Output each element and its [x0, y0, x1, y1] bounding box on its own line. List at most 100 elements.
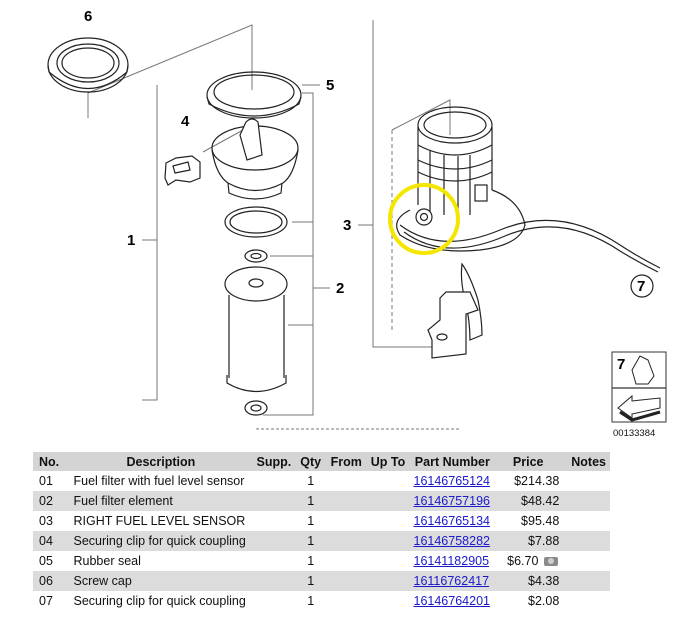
filter-head [211, 118, 299, 200]
cell-upto [366, 551, 410, 571]
cell-no: 01 [33, 471, 70, 491]
cell-price: $95.48 [495, 511, 562, 531]
table-row: 05 Rubber seal 1 16141182905 $6.70 [33, 551, 610, 571]
leader-lines [87, 20, 460, 430]
sensor-bracket [427, 262, 483, 359]
cell-from [325, 491, 367, 511]
header-price: Price [495, 452, 562, 471]
price-value: $6.70 [507, 554, 539, 568]
table-row: 06 Screw cap 1 16116762417 $4.38 [33, 571, 610, 591]
part-3-level-sensor [396, 106, 661, 273]
part-number-link[interactable]: 16146764201 [413, 594, 490, 608]
cell-upto [366, 531, 410, 551]
small-washer-top [244, 249, 268, 263]
cell-description: Fuel filter element [69, 491, 253, 511]
part-number-link[interactable]: 16141182905 [413, 554, 490, 568]
svg-text:7: 7 [617, 356, 625, 373]
cell-supp [252, 491, 296, 511]
cell-from [325, 591, 367, 611]
callout-7: 7 [637, 278, 645, 295]
cell-price: $4.38 [495, 571, 562, 591]
callout-4: 4 [181, 113, 190, 130]
highlight-circle [388, 183, 460, 255]
table-row: 02 Fuel filter element 1 16146757196 $48… [33, 491, 610, 511]
cell-part-number: 16146765134 [409, 511, 496, 531]
cell-no: 04 [33, 531, 70, 551]
cell-price: $6.70 [495, 551, 562, 571]
part-number-link[interactable]: 16146765134 [413, 514, 490, 528]
header-no: No. [33, 452, 70, 471]
cell-notes [561, 511, 610, 531]
cell-supp [252, 571, 296, 591]
cell-from [325, 511, 367, 531]
cell-description: Securing clip for quick coupling [69, 531, 253, 551]
cell-notes [561, 551, 610, 571]
cell-part-number: 16146758282 [409, 531, 496, 551]
cell-description: Screw cap [69, 571, 253, 591]
table-row: 03 RIGHT FUEL LEVEL SENSOR 1 16146765134… [33, 511, 610, 531]
cell-no: 02 [33, 491, 70, 511]
header-upto: Up To [366, 452, 410, 471]
header-part-number: Part Number [409, 452, 496, 471]
callout-5: 5 [326, 77, 334, 94]
cell-supp [252, 531, 296, 551]
callout-3: 3 [343, 217, 351, 234]
cell-part-number: 16146765124 [409, 471, 496, 491]
table-row: 01 Fuel filter with fuel level sensor 1 … [33, 471, 610, 491]
cell-supp [252, 551, 296, 571]
header-qty: Qty [295, 452, 326, 471]
cell-supp [252, 471, 296, 491]
cell-notes [561, 531, 610, 551]
cell-part-number: 16141182905 [409, 551, 496, 571]
cell-description: Securing clip for quick coupling [69, 591, 253, 611]
cell-from [325, 531, 367, 551]
cell-upto [366, 591, 410, 611]
cell-qty: 1 [295, 491, 326, 511]
cell-qty: 1 [295, 571, 326, 591]
part-number-link[interactable]: 16146758282 [413, 534, 490, 548]
part-number-link[interactable]: 16116762417 [413, 574, 490, 588]
cell-description: Rubber seal [69, 551, 253, 571]
part-5-seal-ring [206, 71, 302, 119]
part-number-link[interactable]: 16146765124 [413, 474, 490, 488]
cell-supp [252, 511, 296, 531]
cell-qty: 1 [295, 551, 326, 571]
part-2-filter-element [224, 266, 288, 392]
cell-qty: 1 [295, 471, 326, 491]
cell-qty: 1 [295, 531, 326, 551]
header-supp: Supp. [252, 452, 296, 471]
cell-from [325, 571, 367, 591]
camera-icon[interactable] [544, 557, 559, 567]
cell-price: $214.38 [495, 471, 562, 491]
legend-box: 7 [611, 351, 667, 423]
part-number-link[interactable]: 16146757196 [413, 494, 490, 508]
cell-qty: 1 [295, 591, 326, 611]
header-notes: Notes [561, 452, 610, 471]
cell-supp [252, 591, 296, 611]
parts-table: No. Description Supp. Qty From Up To Par… [33, 452, 610, 611]
table-row: 07 Securing clip for quick coupling 1 16… [33, 591, 610, 611]
cell-notes [561, 491, 610, 511]
header-description: Description [69, 452, 253, 471]
callout-7-circle [630, 274, 654, 298]
small-washer-bottom [244, 400, 268, 416]
cell-price: $48.42 [495, 491, 562, 511]
cell-price: $2.08 [495, 591, 562, 611]
o-ring-large [224, 206, 288, 238]
cell-price: $7.88 [495, 531, 562, 551]
cell-notes [561, 591, 610, 611]
cell-upto [366, 571, 410, 591]
cell-part-number: 16116762417 [409, 571, 496, 591]
cell-description: Fuel filter with fuel level sensor [69, 471, 253, 491]
cell-upto [366, 471, 410, 491]
cell-part-number: 16146764201 [409, 591, 496, 611]
cell-upto [366, 511, 410, 531]
cell-from [325, 551, 367, 571]
callout-6: 6 [84, 8, 92, 25]
callout-1: 1 [127, 232, 135, 249]
cell-qty: 1 [295, 511, 326, 531]
cell-upto [366, 491, 410, 511]
parts-diagram: 6 4 5 1 2 3 7 7 00133384 [47, 8, 667, 439]
part-4-clip [164, 155, 201, 186]
table-header-row: No. Description Supp. Qty From Up To Par… [33, 452, 610, 471]
